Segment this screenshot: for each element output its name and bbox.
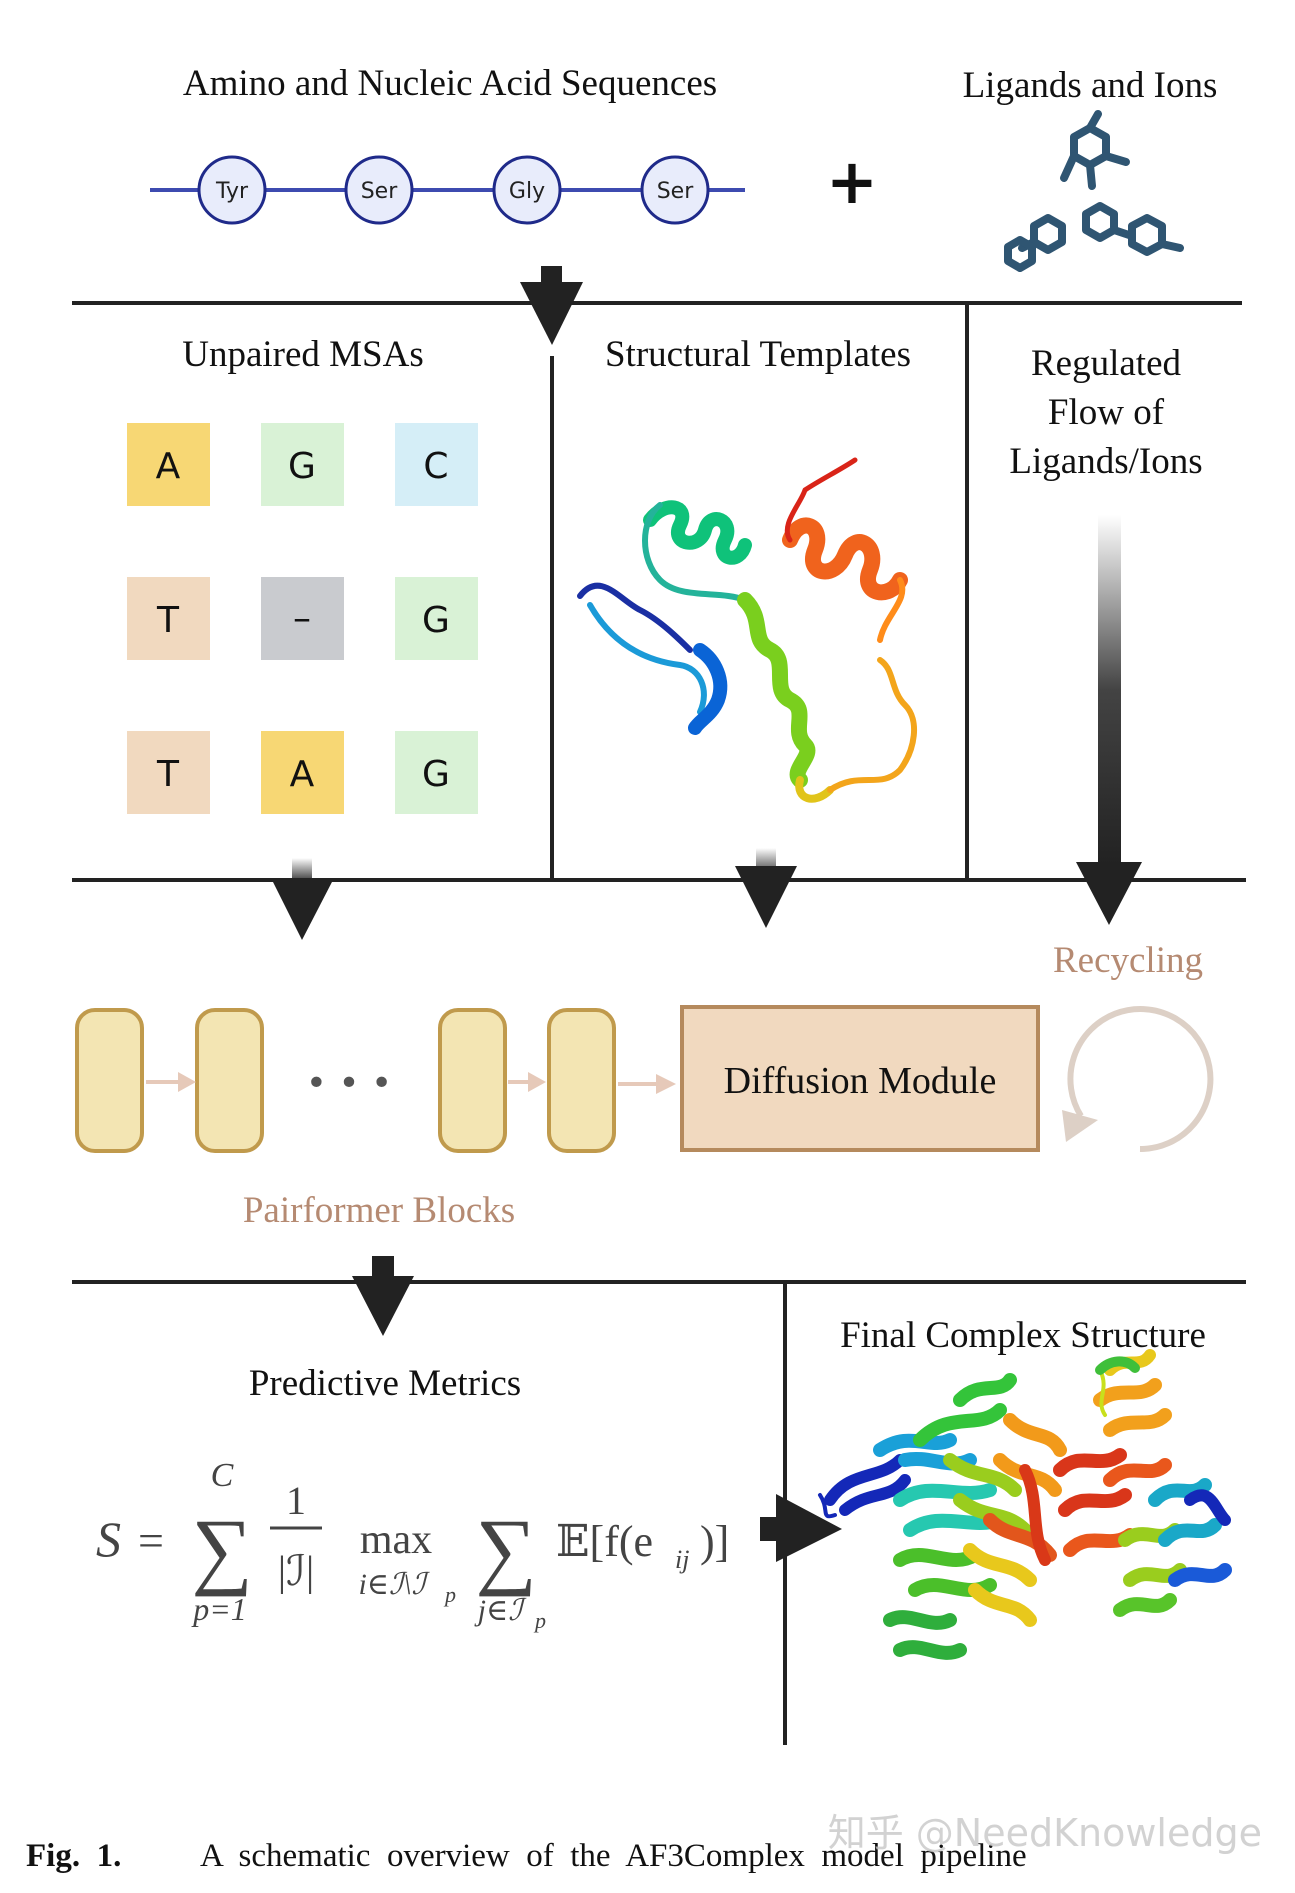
svg-text:|ℐ|: |ℐ| [278,1549,315,1595]
watermark: 知乎 @NeedKnowledge [828,1811,1262,1855]
pairformer-block [195,1008,264,1153]
msa-cell: G [395,577,478,660]
svg-text:1: 1 [286,1478,306,1523]
pairformer-block [547,1008,616,1153]
sequence-chain: Tyr Ser Gly Ser [150,155,745,225]
sum-top: C [211,1457,234,1494]
svg-text:C: C [423,446,448,487]
svg-text:=: = [138,1515,164,1566]
svg-text:G: G [422,754,450,795]
recycling-label: Recycling [1053,940,1203,981]
residue-label: Tyr [215,179,249,204]
sum-bottom: p=1 [191,1591,247,1627]
residue-gly: Gly [492,155,562,225]
pairformer-label: Pairformer Blocks [243,1190,515,1231]
caption-label: Fig. 1. [26,1838,121,1874]
arrow-right-final [760,1494,842,1562]
svg-text:𝔼[f(e: 𝔼[f(e [556,1517,653,1566]
svg-text:–: – [293,598,311,639]
msa-cell: T [127,731,210,814]
svg-text:ij: ij [675,1545,689,1574]
msa-cell: A [127,423,210,506]
svg-text:)]: )] [700,1517,729,1566]
arrow-down-templates [735,848,797,928]
regulated-line2: Flow of [1048,392,1165,433]
msa-cell: T [127,577,210,660]
svg-text:p: p [533,1608,546,1633]
pairformer-block [75,1008,144,1153]
recycle-icon [1062,1006,1214,1153]
residue-label: Ser [657,179,695,204]
arrow-down-metrics [352,1256,414,1336]
msa-cell-gap: – [261,577,344,660]
pairformer-block [438,1008,507,1153]
msa-cell: A [261,731,344,814]
svg-text:S: S [96,1511,121,1567]
svg-text:max: max [360,1517,432,1563]
svg-text:A: A [156,446,181,487]
msa-title: Unpaired MSAs [182,334,424,375]
svg-text:j∈ℐ: j∈ℐ [474,1594,528,1627]
sequences-title: Amino and Nucleic Acid Sequences [183,63,717,104]
diffusion-module: Diffusion Module [680,1005,1040,1152]
sum-symbol: ∑ [191,1501,252,1597]
svg-text:T: T [156,600,180,641]
svg-text:T: T [156,754,180,795]
residue-ser-1: Ser [344,155,414,225]
msa-grid: A G C T – G T A G [127,423,478,814]
residue-ser-2: Ser [640,155,710,225]
svg-text:A: A [290,754,315,795]
templates-title: Structural Templates [605,334,911,375]
caption-text: A schematic overview of the AF3Complex m… [200,1838,1027,1874]
regulated-line1: Regulated [1031,343,1182,384]
block-arrow [146,1072,676,1094]
protein-template-icon [577,457,918,803]
complex-structure-icon [818,1349,1232,1660]
arrow-down-msa [272,858,333,940]
residue-label: Gly [509,179,545,204]
diffusion-label: Diffusion Module [724,1060,997,1102]
ligands-title: Ligands and Ions [963,65,1218,106]
msa-cell: G [395,731,478,814]
regulated-line3: Ligands/Ions [1009,441,1202,482]
arrow-down-regulated [1076,515,1142,925]
metrics-formula: S = C ∑ p=1 1 |ℐ| max i∈ℐ\ℐ p ∑ j∈ℐ p 𝔼[… [96,1457,729,1633]
msa-cell: C [395,423,478,506]
svg-text:G: G [422,600,450,641]
sum2-symbol: ∑ [475,1501,536,1597]
final-title: Final Complex Structure [840,1315,1206,1356]
arrow-down-main [520,266,583,345]
pairformer-blocks: • • • [75,1008,676,1153]
svg-text:G: G [288,446,316,487]
ligand-molecules-icon [1004,110,1184,272]
ellipsis: • • • [306,1063,393,1104]
svg-text:p: p [443,1582,456,1607]
svg-text:i∈ℐ\ℐ: i∈ℐ\ℐ [358,1568,430,1601]
residue-label: Ser [361,179,399,204]
metrics-title: Predictive Metrics [249,1363,521,1404]
plus-sign: + [826,145,878,218]
residue-tyr: Tyr [197,155,267,225]
msa-cell: G [261,423,344,506]
